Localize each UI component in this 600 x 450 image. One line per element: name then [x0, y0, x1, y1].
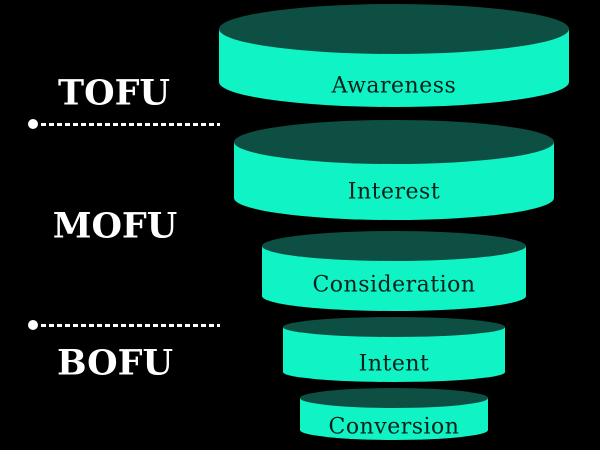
funnel-stage-label-intent: Intent — [358, 351, 430, 377]
section-label-bofu: BOFU — [56, 342, 174, 384]
funnel-stage-label-awareness: Awareness — [331, 73, 457, 99]
funnel-stage-top-conversion — [300, 388, 488, 408]
divider-dashed-line — [41, 323, 220, 327]
section-label-mofu: MOFU — [52, 205, 178, 247]
funnel-stage-label-consideration: Consideration — [312, 272, 476, 298]
mofu-bofu-divider — [28, 320, 220, 330]
funnel-stage-top-interest — [234, 120, 554, 164]
funnel-stage-label-interest: Interest — [347, 179, 441, 205]
divider-dot-icon — [28, 320, 38, 330]
divider-dot-icon — [28, 119, 38, 129]
funnel-stage-top-awareness — [219, 4, 569, 54]
funnel-stage-top-consideration — [262, 231, 526, 261]
tofu-mofu-divider — [28, 119, 220, 129]
funnel-stage-label-conversion: Conversion — [328, 414, 460, 440]
section-label-tofu: TOFU — [58, 72, 170, 114]
funnel-stage-top-intent — [283, 317, 505, 337]
divider-dashed-line — [41, 122, 220, 126]
